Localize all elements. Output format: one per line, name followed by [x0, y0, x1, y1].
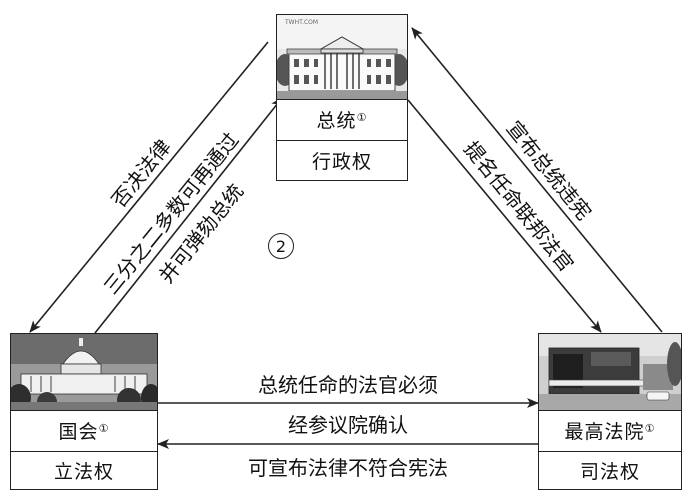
arrow-override	[94, 97, 283, 334]
label-confirm-line2: 经参议院确认	[288, 413, 408, 437]
court-power-cell: 司法权	[539, 451, 681, 489]
arrow-judicial-review-president	[411, 27, 663, 333]
center-note-text: 2	[275, 236, 287, 256]
president-note-mark: ①	[356, 111, 368, 124]
president-title: 总统	[316, 110, 357, 132]
congress-note-mark: ①	[98, 422, 110, 435]
arrow-nominate	[407, 99, 602, 333]
congress-title: 国会	[58, 421, 99, 443]
white-house-image: TWHT.COM	[277, 15, 407, 100]
congress-power: 立法权	[53, 460, 114, 483]
president-power-cell: 行政权	[277, 140, 407, 180]
president-power: 行政权	[311, 150, 372, 173]
court-power: 司法权	[579, 460, 640, 483]
center-note-mark: 2	[268, 233, 294, 259]
congress-power-cell: 立法权	[11, 451, 157, 489]
supreme-court-image	[539, 334, 681, 411]
court-title: 最高法院	[564, 421, 645, 443]
label-confirm-line1: 总统任命的法官必须	[258, 373, 438, 397]
capitol-image	[11, 334, 157, 411]
label-judicial-review: 可宣布法律不符合宪法	[248, 456, 448, 480]
photo-watermark: TWHT.COM	[285, 19, 319, 26]
court-note-mark: ①	[644, 422, 656, 435]
arrow-veto	[29, 41, 269, 333]
